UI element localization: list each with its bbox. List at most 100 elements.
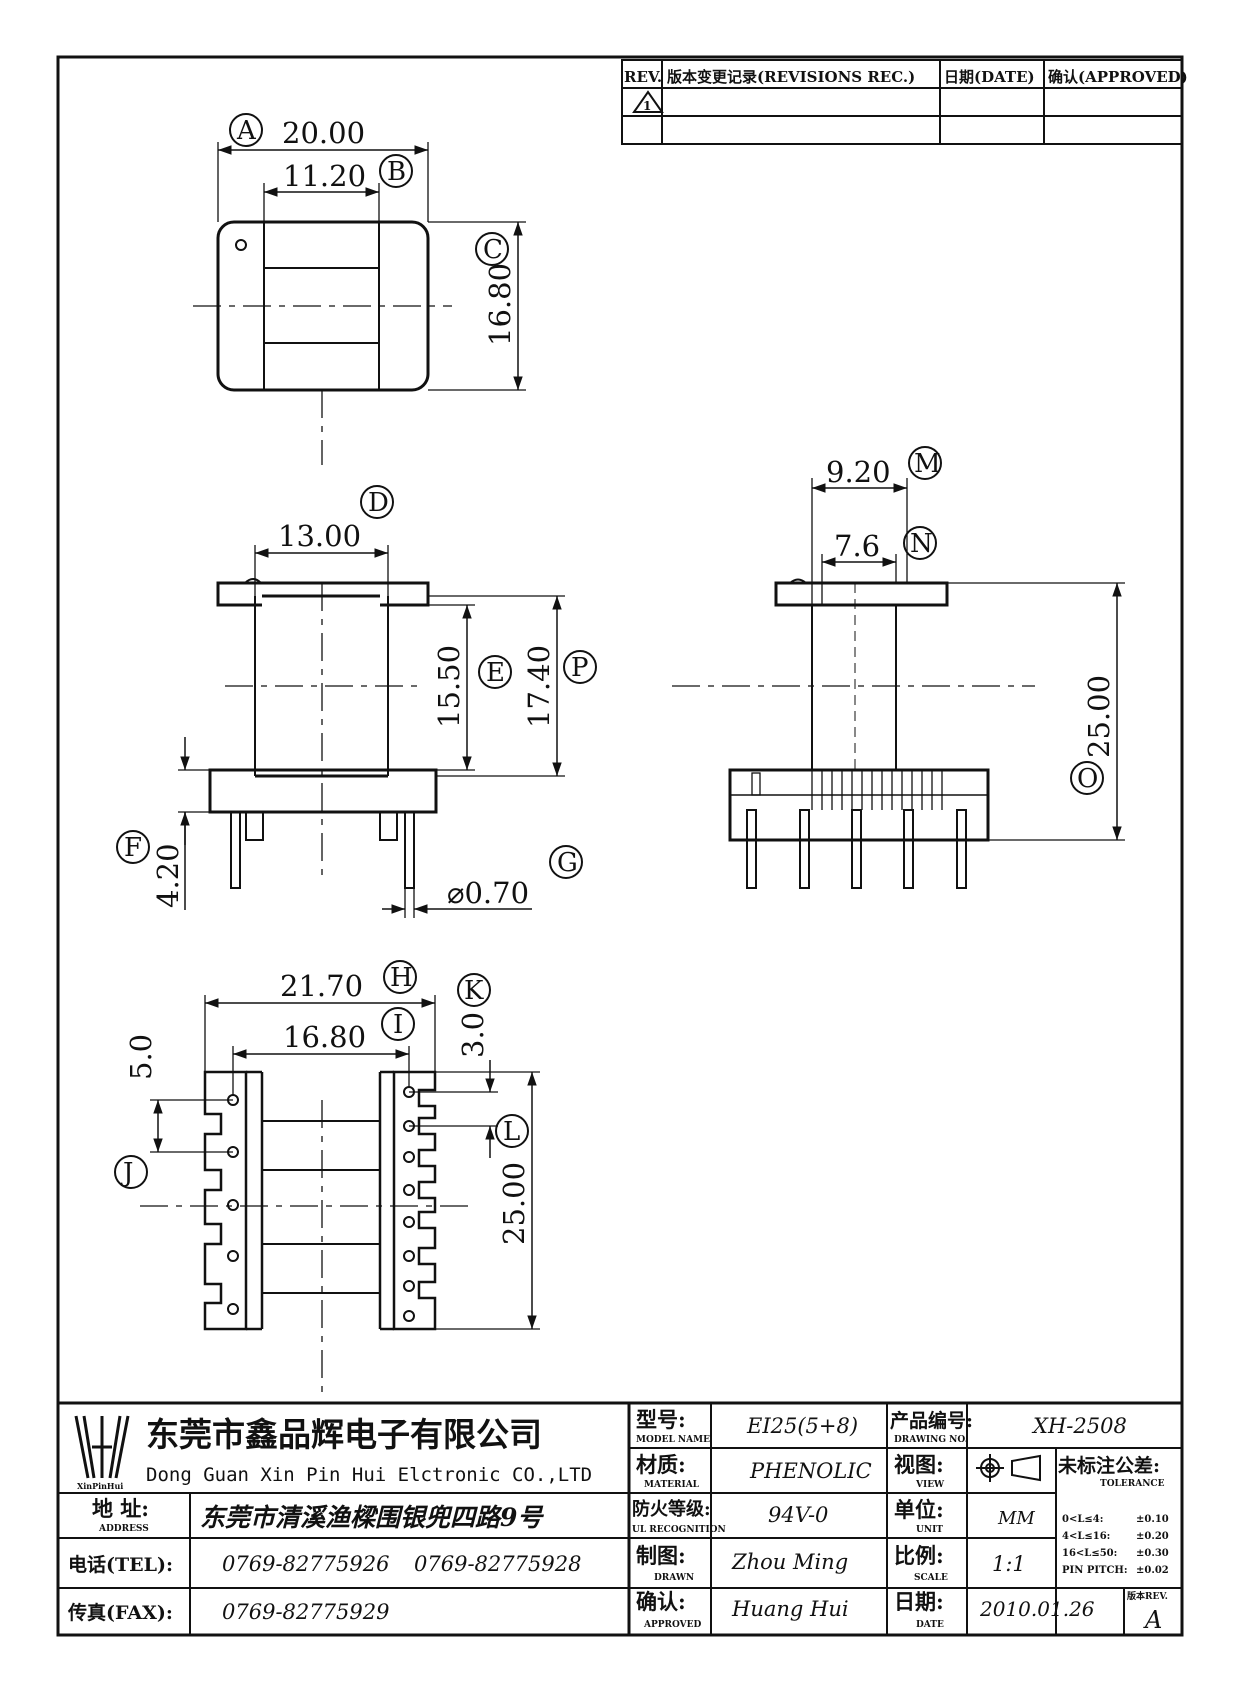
company-name-en: Dong Guan Xin Pin Hui Elctronic CO.,LTD [146,1464,592,1486]
dim-c-value: 16.80 [483,263,517,346]
balloon-p-label: P [571,653,589,683]
view-label-en: VIEW [915,1480,945,1490]
rev-header-date: 日期(DATE) [944,68,1035,86]
balloon-f-label: F [124,833,142,863]
address-label: 地 址: [92,1496,149,1521]
balloon-a-label: A [236,116,257,146]
side-view [672,478,1125,889]
unit-value: MM [997,1508,1035,1529]
rev-label: 版本REV. [1126,1590,1168,1602]
balloon-b-label: B [387,157,406,187]
fax-value: 0769-82775929 [222,1600,389,1624]
balloon-k-label: K [464,976,484,1006]
view-label: 视图: [894,1452,944,1477]
balloon-h: H [383,960,417,994]
balloon-b: B [379,154,413,188]
dim-l-value: 25.00 [497,1162,531,1245]
drawing-no-value: XH-2508 [1031,1414,1127,1438]
balloon-g-label: G [557,848,578,878]
balloon-i: I [381,1007,415,1041]
dim-e-value: 15.50 [432,645,466,728]
balloon-m: M [908,446,942,480]
balloon-i-label: I [393,1010,403,1040]
dim-o-value: 25.00 [1082,675,1116,758]
balloon-e-label: E [486,658,505,688]
rev-header-record: 版本变更记录(REVISIONS REC.) [667,68,915,86]
dim-g-value: ⌀0.70 [447,876,529,910]
scale-label-en: SCALE [914,1573,948,1583]
drawn-label-en: DRAWN [654,1573,694,1583]
front-view [178,545,565,918]
balloon-k: K [457,973,491,1007]
dim-j-value: 5.0 [124,1034,158,1080]
model-value: EI25(5+8) [746,1414,858,1438]
drawing-no-label-en: DRAWING NO. [894,1435,968,1445]
rev-triangle-icon: 1 [632,90,664,113]
projection-symbol-icon [976,1454,1041,1482]
balloon-l-label: L [503,1117,520,1147]
balloon-n-label: N [910,529,933,559]
unit-label: 单位: [894,1497,944,1522]
tolerance-label-en: TOLERANCE [1100,1479,1165,1489]
company-name-cn: 东莞市鑫品辉电子有限公司 [146,1415,542,1454]
ul-label-en: UL RECOGNITION [632,1525,726,1535]
address-label-en: ADDRESS [98,1524,149,1534]
tolerance-range-4: PIN PITCH: [1062,1565,1128,1576]
scale-value: 1:1 [992,1552,1026,1576]
approved-label: 确认: [636,1589,686,1614]
rev-header-approved: 确认(APPROVED) [1048,68,1188,86]
balloon-l: L [495,1114,529,1148]
date-label: 日期: [894,1589,944,1614]
rev-row-1-number: 1 [643,99,651,113]
side-view-pins [746,809,967,889]
balloon-d-label: D [368,488,389,518]
balloon-n: N [903,526,937,560]
fax-label: 传真(FAX): [67,1601,173,1624]
bottom-view [140,995,540,1395]
tolerance-range-1: 0<L≤4: [1062,1514,1103,1525]
balloon-o: O [1070,761,1104,795]
right-pin-holes [403,1086,415,1322]
balloon-c-label: C [483,235,503,265]
address-value: 东莞市清溪渔樑围银兜四路9号 [200,1503,544,1532]
balloon-f: F [116,830,150,864]
balloon-a: A [229,113,263,147]
drawn-value: Zhou Ming [731,1550,848,1574]
tolerance-value-1: ±0.10 [1136,1514,1169,1525]
logo-text: XinPinHui [77,1481,123,1491]
dim-h-value: 21.70 [280,969,363,1003]
rev-value: A [1143,1606,1162,1634]
rev-header-rev: REV. [624,68,662,86]
dim-k-value: 3.0 [456,1012,490,1058]
material-label: 材质: [636,1452,686,1477]
dim-d-value: 13.00 [278,519,361,553]
date-label-en: DATE [916,1620,944,1630]
drawing-no-label: 产品编号: [890,1409,973,1432]
tolerance-value-4: ±0.02 [1136,1565,1169,1576]
left-pin-holes [227,1094,239,1315]
side-view-ribs [811,770,943,810]
model-label: 型号: [636,1407,686,1432]
dim-i-value: 16.80 [283,1020,366,1054]
drawn-label: 制图: [636,1543,686,1568]
balloon-d: D [360,485,394,519]
dim-a-value: 20.00 [282,116,365,150]
dim-b-value: 11.20 [283,159,366,193]
tolerance-value-2: ±0.20 [1136,1531,1169,1542]
dim-m-value: 9.20 [826,455,891,489]
tolerance-range-2: 4<L≤16: [1062,1531,1110,1542]
title-block-grid [58,1401,1182,1635]
tel-value-1: 0769-82775926 [222,1552,389,1576]
balloon-m-label: M [914,449,941,479]
date-value: 2010.01.26 [979,1597,1095,1621]
balloon-o-label: O [1077,764,1098,794]
balloon-c: C [475,232,509,266]
approved-value: Huang Hui [731,1597,849,1621]
sheet-border [56,55,1184,1637]
unit-label-en: UNIT [916,1525,943,1535]
approved-label-en: APPROVED [643,1620,702,1630]
material-label-en: MATERIAL [644,1480,700,1490]
tolerance-label: 未标注公差: [1057,1454,1160,1477]
ul-value: 94V-0 [768,1503,828,1527]
